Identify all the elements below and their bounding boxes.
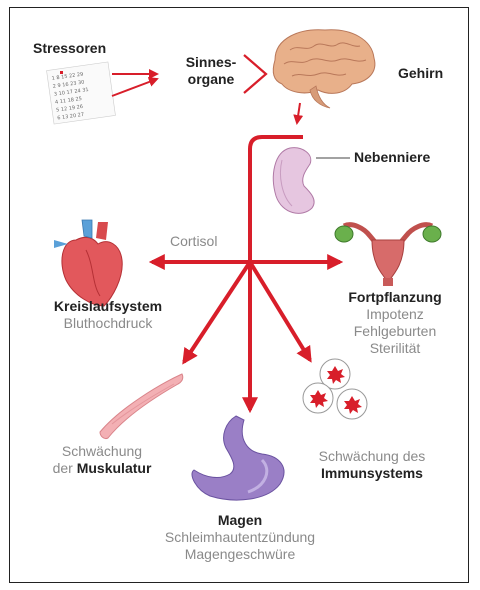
uterus-icon: [335, 225, 441, 286]
kidney-icon: [273, 148, 314, 214]
label-fortpflanzung-sub3: Sterilität: [330, 340, 460, 357]
label-fortpflanzung-title: Fortpflanzung: [330, 289, 460, 306]
label-muskulatur: Schwächung der Muskulatur: [38, 443, 166, 477]
label-cortisol: Cortisol: [170, 233, 217, 250]
label-sinnesorgane-line2: organe: [180, 71, 242, 88]
arrow-to-muscle: [184, 262, 250, 362]
label-fortpflanzung-sub2: Fehlgeburten: [330, 323, 460, 340]
label-immunsystem: Schwächung des Immunsystems: [292, 448, 452, 482]
arrow-to-immune: [250, 262, 310, 360]
muscle-icon: [100, 374, 183, 439]
label-magen-title: Magen: [125, 512, 355, 529]
label-immun-line1: Schwächung des: [292, 448, 452, 465]
arrow-brain-down: [297, 103, 300, 123]
label-muskulatur-line1: Schwächung: [38, 443, 166, 460]
label-fortpflanzung: Fortpflanzung Impotenz Fehlgeburten Ster…: [330, 289, 460, 357]
label-magen: Magen Schleimhautentzündung Magengeschwü…: [125, 512, 355, 563]
stomach-icon: [192, 416, 284, 500]
arrow-stress-2: [112, 79, 157, 96]
label-nebenniere: Nebenniere: [354, 149, 430, 166]
chevron-to-brain: [244, 55, 266, 93]
label-magen-sub2: Magengeschwüre: [125, 546, 355, 563]
brain-icon: [273, 30, 375, 108]
label-gehirn: Gehirn: [398, 65, 443, 82]
label-kreislauf: Kreislaufsystem Bluthochdruck: [42, 298, 174, 332]
calendar-icon: 1 8 15 22 29 2 9 16 23 30 3 10 17 24 31 …: [47, 62, 116, 124]
label-muskulatur-der: der: [53, 460, 77, 476]
label-muskulatur-bold: Muskulatur: [77, 460, 152, 476]
label-kreislauf-title: Kreislaufsystem: [42, 298, 174, 315]
label-stressoren: Stressoren: [33, 40, 106, 57]
label-sinnesorgane-line1: Sinnes-: [180, 54, 242, 71]
immune-cells-icon: [303, 359, 367, 419]
label-fortpflanzung-sub1: Impotenz: [330, 306, 460, 323]
heart-icon: [54, 220, 122, 306]
label-kreislauf-sub: Bluthochdruck: [42, 315, 174, 332]
label-sinnesorgane: Sinnes- organe: [180, 54, 242, 88]
label-immun-line2: Immunsystems: [292, 465, 452, 482]
label-magen-sub1: Schleimhautentzündung: [125, 529, 355, 546]
